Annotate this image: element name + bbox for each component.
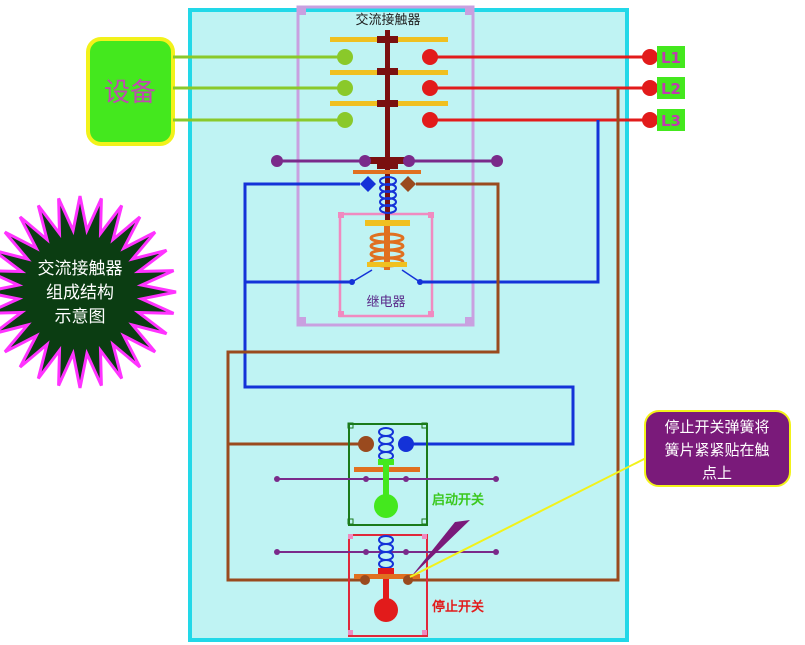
line-tag-l1: [657, 46, 685, 68]
line-tag-l3: [657, 109, 685, 131]
start-switch-frame: [348, 423, 428, 526]
stop-switch-label: 停止开关: [432, 599, 484, 615]
terminal-red-2: [422, 80, 438, 96]
stop-switch-frame: [348, 534, 428, 637]
terminal-green-2: [337, 80, 353, 96]
contactor-label: 交流接触器: [355, 12, 420, 28]
line-tag-l2: [657, 77, 685, 99]
contact-diamond-blue: [360, 176, 376, 192]
terminal-green-1: [337, 49, 353, 65]
device-box: [86, 37, 175, 146]
callout-bubble: [644, 410, 791, 487]
control-wire-brown-stop: [408, 88, 620, 582]
callout-pointer: [410, 520, 470, 578]
caption-line-3: 示意图: [55, 307, 106, 327]
callout-line-3: 点上: [702, 464, 732, 482]
contactor-frame: [296, 5, 475, 327]
caption-line-1: 交流接触器: [38, 259, 123, 279]
relay-armature-bar: [365, 220, 410, 226]
armature-shaft: [385, 30, 390, 220]
contactor-spring: [379, 176, 397, 214]
stop-button[interactable]: [374, 598, 398, 622]
terminal-red-3: [422, 112, 438, 128]
control-wire-brown-aux: [226, 182, 500, 582]
svg-text:L3: L3: [661, 112, 681, 130]
caption-line-2: 组成结构: [46, 283, 114, 303]
callout-line-1: 停止开关弹簧将: [664, 418, 769, 436]
callout-line-2: 簧片紧紧贴在触: [664, 441, 769, 459]
start-spring: [378, 427, 394, 461]
start-terminal-brown: [358, 436, 374, 452]
start-terminal-blue: [398, 436, 414, 452]
caption-starburst: [0, 195, 177, 389]
contact-diamond-brown: [400, 176, 416, 192]
svg-text:L2: L2: [661, 80, 681, 98]
stop-terminal-brown: [360, 575, 370, 585]
start-button[interactable]: [374, 494, 398, 518]
start-switch-label: 启动开关: [432, 492, 484, 508]
terminal-red-1: [422, 49, 438, 65]
terminal-green-3: [337, 112, 353, 128]
device-label: 设备: [104, 78, 156, 108]
svg-text:L1: L1: [661, 49, 681, 67]
control-wire-blue-coil-right: [420, 120, 600, 284]
control-wire-blue-start: [243, 182, 575, 446]
relay-label: 继电器: [366, 295, 405, 310]
